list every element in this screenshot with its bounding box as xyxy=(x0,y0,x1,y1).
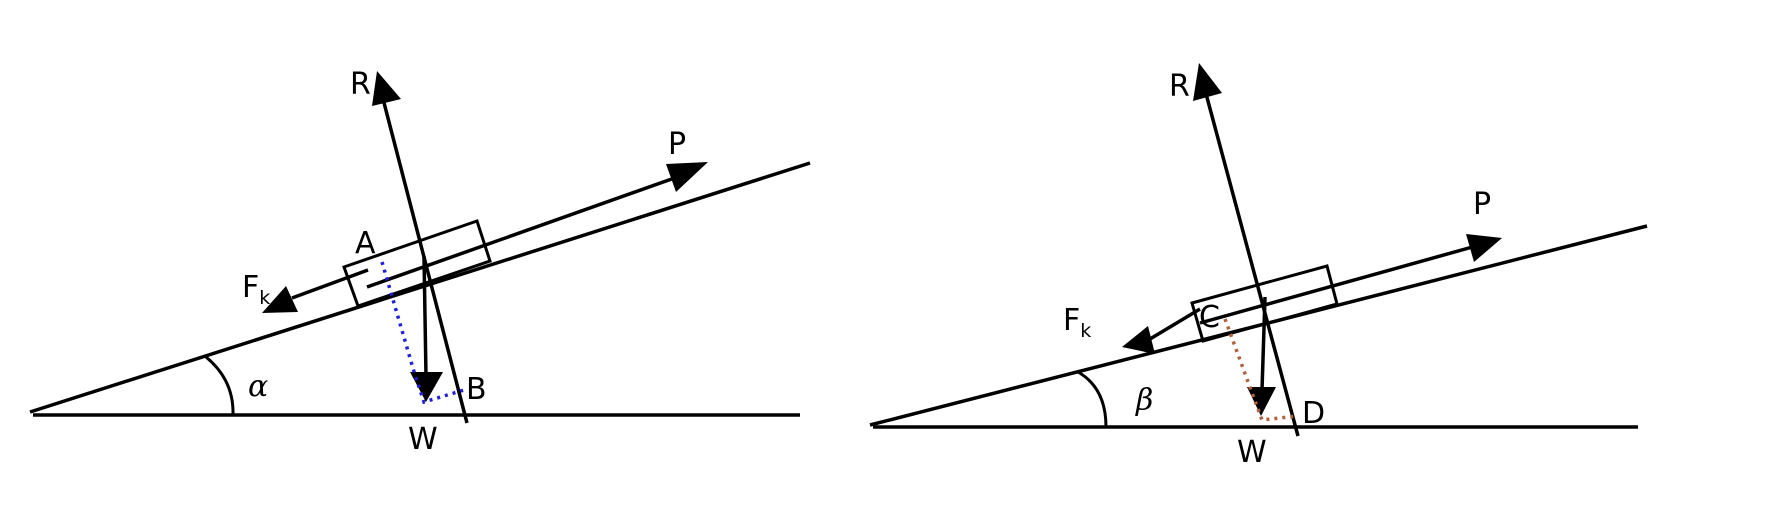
friction-force-arrow-right xyxy=(1149,307,1201,341)
diagram-left: α P Fk R W A B xyxy=(29,67,811,457)
reaction-force-arrow-right xyxy=(1203,89,1300,437)
friction-force-arrowhead-left xyxy=(262,286,298,313)
friction-force-arrowhead-right xyxy=(1122,326,1155,354)
weight-force-arrow-right xyxy=(1260,296,1267,391)
friction-force-arrow-left xyxy=(291,268,369,300)
projection-lines-left xyxy=(380,261,465,405)
reaction-force-arrowhead-left xyxy=(372,71,401,106)
point-label-b: B xyxy=(466,372,487,407)
angle-label-alpha: α xyxy=(248,369,268,404)
push-force-arrow-left xyxy=(366,173,684,289)
weight-force-arrow-left xyxy=(422,255,428,377)
friction-force-label-right: Fk xyxy=(1063,303,1091,342)
point-label-c: C xyxy=(1199,300,1220,335)
angle-arc-left xyxy=(205,355,235,416)
incline-surface-left xyxy=(29,161,811,414)
reaction-force-label-right: R xyxy=(1169,69,1190,104)
push-force-arrowhead-right xyxy=(1466,234,1502,262)
push-force-label-right: P xyxy=(1473,187,1491,222)
point-label-a: A xyxy=(355,226,376,261)
angle-label-beta: β xyxy=(1135,383,1153,418)
weight-force-arrowhead-left xyxy=(410,372,443,402)
weight-force-arrowhead-right xyxy=(1247,387,1276,416)
friction-force-label-left: Fk xyxy=(242,270,270,309)
weight-force-label-left: W xyxy=(408,422,438,457)
block-left xyxy=(342,219,492,308)
angle-arc-right xyxy=(1077,370,1108,428)
push-force-arrowhead-left xyxy=(666,162,708,192)
diagram-right: β P Fk R W C D xyxy=(869,63,1648,470)
point-label-d: D xyxy=(1302,396,1325,431)
reaction-force-arrowhead-right xyxy=(1193,63,1222,101)
reaction-force-label-left: R xyxy=(350,67,371,102)
push-force-label-left: P xyxy=(668,127,686,162)
block-right xyxy=(1190,264,1339,343)
push-force-arrow-right xyxy=(1199,244,1477,325)
weight-force-label-right: W xyxy=(1237,435,1267,470)
